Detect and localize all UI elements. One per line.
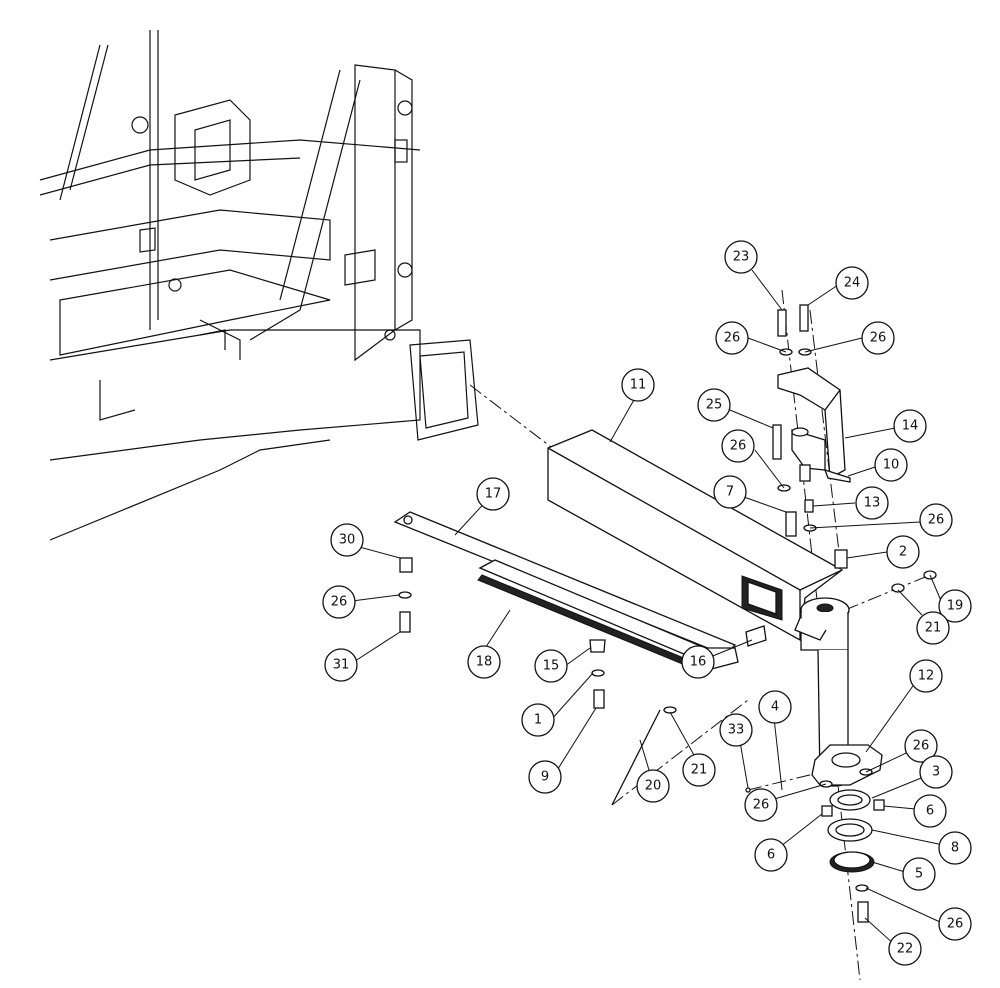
- callout-23: 23: [724, 240, 758, 274]
- svg-text:15: 15: [543, 659, 560, 674]
- svg-text:12: 12: [918, 669, 935, 684]
- callout-6: 6: [913, 794, 947, 828]
- machine-frame: [39, 30, 479, 541]
- callout-18: 18: [467, 645, 501, 679]
- svg-text:30: 30: [339, 533, 356, 548]
- svg-text:10: 10: [883, 458, 900, 473]
- svg-text:2: 2: [899, 545, 907, 560]
- callout-3: 3: [919, 755, 953, 789]
- svg-text:8: 8: [951, 841, 959, 856]
- callout-12: 12: [909, 659, 943, 693]
- callout-4: 4: [758, 690, 792, 724]
- callout-16: 16: [681, 645, 715, 679]
- svg-text:26: 26: [753, 798, 770, 813]
- svg-text:17: 17: [485, 487, 502, 502]
- svg-text:14: 14: [902, 419, 919, 434]
- svg-text:26: 26: [331, 595, 348, 610]
- callout-26: 26: [861, 321, 895, 355]
- svg-text:25: 25: [706, 398, 723, 413]
- callout-13: 13: [855, 486, 889, 520]
- svg-text:6: 6: [767, 848, 775, 863]
- svg-text:13: 13: [864, 496, 881, 511]
- svg-text:20: 20: [645, 779, 662, 794]
- callout-25: 25: [697, 388, 731, 422]
- callout-26: 26: [938, 907, 972, 941]
- callout-21: 21: [682, 753, 716, 787]
- svg-text:26: 26: [870, 331, 887, 346]
- svg-text:6: 6: [926, 804, 934, 819]
- callout-30: 30: [330, 523, 364, 557]
- tie-rod: [393, 511, 739, 673]
- svg-text:24: 24: [844, 276, 861, 291]
- callout-24: 24: [835, 266, 869, 300]
- svg-text:7: 7: [726, 485, 734, 500]
- svg-text:26: 26: [730, 439, 747, 454]
- callout-2: 2: [886, 535, 920, 569]
- callout-26: 26: [715, 321, 749, 355]
- callout-33: 33: [719, 713, 753, 747]
- svg-text:19: 19: [947, 599, 964, 614]
- svg-text:31: 31: [333, 658, 350, 673]
- svg-text:16: 16: [690, 655, 707, 670]
- svg-text:33: 33: [728, 723, 745, 738]
- svg-text:26: 26: [913, 739, 930, 754]
- svg-text:9: 9: [541, 770, 549, 785]
- callout-7: 7: [713, 475, 747, 509]
- callout-21: 21: [916, 611, 950, 645]
- callout-20: 20: [636, 769, 670, 803]
- svg-text:3: 3: [932, 765, 940, 780]
- callout-22: 22: [888, 932, 922, 966]
- callout-5: 5: [902, 857, 936, 891]
- svg-text:26: 26: [724, 331, 741, 346]
- callout-17: 17: [476, 477, 510, 511]
- svg-text:26: 26: [947, 917, 964, 932]
- callout-26: 26: [721, 429, 755, 463]
- callout-11: 11: [621, 368, 655, 402]
- svg-text:26: 26: [928, 513, 945, 528]
- svg-text:1: 1: [534, 713, 542, 728]
- svg-text:23: 23: [733, 250, 750, 265]
- callout-26: 26: [744, 788, 778, 822]
- seal-rings: [827, 789, 875, 873]
- callout-10: 10: [874, 448, 908, 482]
- hardware: [398, 304, 937, 923]
- callout-15: 15: [534, 649, 568, 683]
- leader-lines: [351, 269, 949, 946]
- callout-1: 1: [521, 703, 555, 737]
- callout-26: 26: [904, 729, 938, 763]
- callout-8: 8: [938, 831, 972, 865]
- svg-text:11: 11: [630, 378, 647, 393]
- callout-19: 19: [938, 589, 972, 623]
- svg-text:21: 21: [691, 763, 708, 778]
- svg-text:5: 5: [915, 867, 923, 882]
- svg-text:18: 18: [476, 655, 493, 670]
- svg-text:21: 21: [925, 621, 942, 636]
- callout-14: 14: [893, 409, 927, 443]
- svg-text:4: 4: [771, 700, 779, 715]
- callout-9: 9: [528, 760, 562, 794]
- callout-31: 31: [324, 648, 358, 682]
- svg-text:22: 22: [897, 942, 914, 957]
- callout-26: 26: [919, 503, 953, 537]
- steering-bracket: [777, 367, 851, 483]
- callout-26: 26: [322, 585, 356, 619]
- extension-tube: [547, 429, 844, 642]
- callout-6: 6: [754, 838, 788, 872]
